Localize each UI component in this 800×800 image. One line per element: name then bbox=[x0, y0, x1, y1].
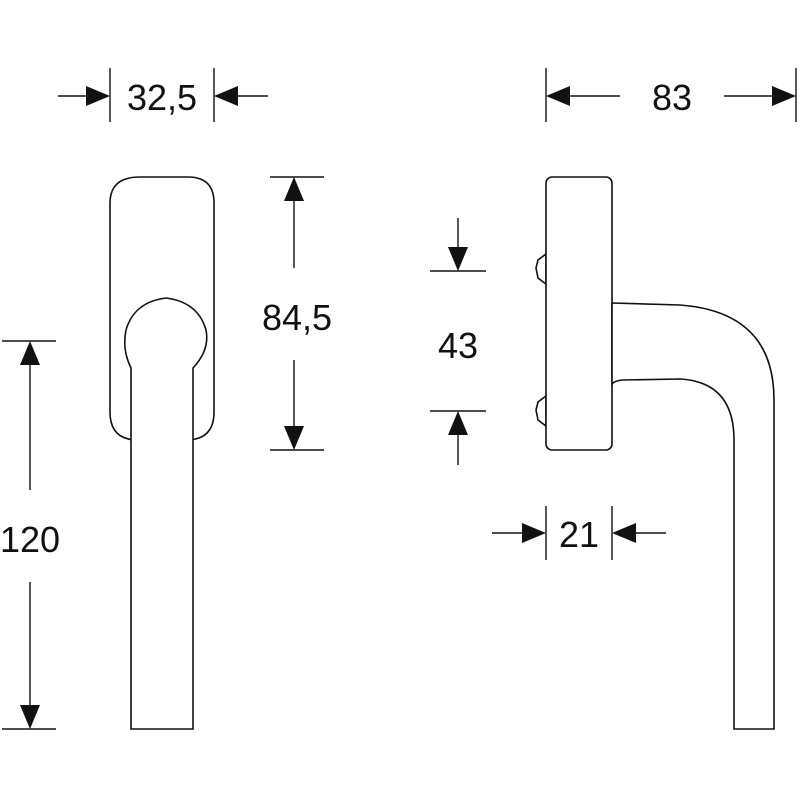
screw-head-bottom bbox=[535, 394, 547, 428]
dimension-label-handle-length: 120 bbox=[0, 519, 60, 560]
side-rose-plate bbox=[545, 176, 613, 451]
dimension-handle-length: 120 bbox=[0, 340, 60, 730]
dimension-label-width: 32,5 bbox=[127, 77, 197, 118]
side-lever bbox=[611, 302, 775, 730]
arrow-down-icon bbox=[20, 705, 40, 729]
arrow-right-icon bbox=[86, 86, 110, 106]
dimension-label-depth: 83 bbox=[652, 77, 692, 118]
arrow-up-icon bbox=[20, 341, 40, 365]
arrow-down-icon bbox=[284, 426, 304, 450]
side-view bbox=[535, 176, 775, 730]
dimension-width-top: 32,5 bbox=[58, 68, 268, 122]
arrow-down-icon bbox=[448, 247, 468, 271]
dimension-depth-top: 83 bbox=[545, 68, 797, 122]
front-view bbox=[109, 176, 215, 730]
arrow-right-icon bbox=[522, 523, 546, 543]
dimension-screw-spacing: 43 bbox=[430, 218, 486, 465]
arrow-up-icon bbox=[448, 411, 468, 435]
front-lever bbox=[124, 297, 208, 730]
dimension-rose-depth: 21 bbox=[492, 506, 666, 560]
arrow-left-icon bbox=[214, 86, 238, 106]
arrow-right-icon bbox=[772, 86, 796, 106]
arrow-left-icon bbox=[546, 86, 570, 106]
dimension-label-screw-spacing: 43 bbox=[438, 325, 478, 366]
arrow-left-icon bbox=[612, 523, 636, 543]
screw-head-top bbox=[535, 252, 547, 286]
dimension-label-rose-height: 84,5 bbox=[262, 297, 332, 338]
dimension-rose-height: 84,5 bbox=[262, 176, 332, 451]
dimension-label-rose-depth: 21 bbox=[559, 514, 599, 555]
arrow-up-icon bbox=[284, 177, 304, 201]
